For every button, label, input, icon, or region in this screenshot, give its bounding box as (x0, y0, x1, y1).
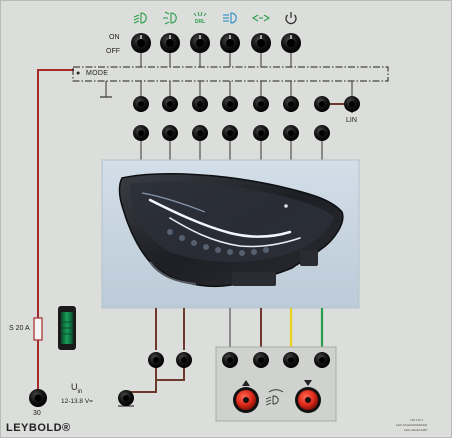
rotary-switch-drl[interactable] (190, 33, 210, 53)
terminal-30-socket[interactable] (29, 389, 47, 407)
socket-row-2 (133, 125, 330, 141)
socket[interactable] (283, 96, 299, 112)
headlamp-photo (101, 159, 360, 309)
corner-text-2: LED-SCHEINWERFER (396, 423, 428, 427)
socket-row-bottom (29, 352, 330, 407)
socket[interactable] (162, 125, 178, 141)
high-beam-icon (223, 12, 237, 24)
fuse (33, 317, 43, 341)
socket[interactable] (283, 125, 299, 141)
socket[interactable] (162, 96, 178, 112)
on-label: ON (109, 34, 120, 41)
socket[interactable] (176, 352, 192, 368)
rotary-switch-turn-signal[interactable] (251, 33, 271, 53)
rotary-switch-low-beam[interactable] (131, 33, 151, 53)
socket[interactable] (133, 125, 149, 141)
lin-socket[interactable] (344, 96, 360, 112)
socket[interactable] (314, 352, 330, 368)
mode-leads (140, 81, 353, 96)
power-icon (285, 12, 297, 25)
adjust-down-button[interactable] (295, 387, 321, 413)
socket[interactable] (222, 125, 238, 141)
socket[interactable] (192, 125, 208, 141)
socket[interactable] (222, 352, 238, 368)
corner-text-3: LED HEADLAMP (404, 428, 428, 432)
fuse-holder-icon (58, 306, 76, 350)
rotary-switch-power[interactable] (281, 33, 301, 53)
socket[interactable] (222, 96, 238, 112)
socket[interactable] (314, 96, 330, 112)
low-beam-icon (133, 12, 147, 24)
photo-leads (140, 140, 323, 160)
lin-label: LIN (346, 117, 357, 124)
socket[interactable] (253, 352, 269, 368)
socket[interactable] (192, 96, 208, 112)
socket-row-1 (133, 96, 360, 112)
mode-label: MODE (86, 70, 109, 77)
supply-voltage-label: Uin (71, 383, 82, 395)
socket[interactable] (253, 96, 269, 112)
mode-bullet: ● (76, 70, 81, 77)
terminal-30-label: 30 (33, 410, 41, 417)
ground-socket[interactable] (118, 390, 134, 406)
socket[interactable] (283, 352, 299, 368)
socket[interactable] (133, 96, 149, 112)
supply-range-label: 12-13.8 V= (61, 398, 93, 405)
supply-symbol: U (71, 382, 78, 392)
turn-signal-icon (251, 14, 271, 22)
drl-icon: DRL (193, 11, 207, 25)
supply-wire (37, 69, 74, 398)
mode-box (72, 66, 389, 98)
brand-logo: LEYBOLD® (6, 422, 71, 434)
socket[interactable] (253, 125, 269, 141)
rotary-switch-high-beam[interactable] (220, 33, 240, 53)
off-label: OFF (106, 48, 120, 55)
rotary-switch-position-light[interactable] (160, 33, 180, 53)
photo-bottom-wires (155, 308, 324, 350)
socket[interactable] (314, 125, 330, 141)
corner-text-1: 739 725 1 (410, 418, 424, 422)
switch-leads (140, 52, 292, 67)
adjust-up-button[interactable] (233, 387, 259, 413)
fuse-label: S 20 A (9, 325, 30, 332)
socket[interactable] (148, 352, 164, 368)
position-light-icon (163, 11, 177, 25)
drl-icon-text: DRL (195, 19, 205, 25)
supply-subscript: in (77, 388, 83, 395)
